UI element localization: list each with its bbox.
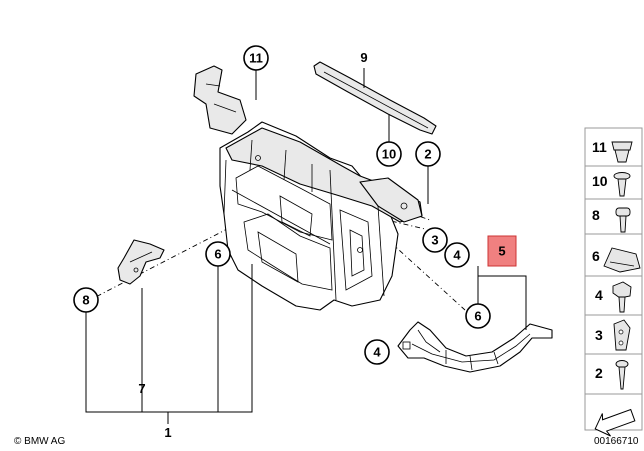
top-strip-part-9 [313, 61, 437, 135]
callout-1: 1 [164, 425, 171, 440]
sheet-metal-screw-icon [615, 360, 629, 390]
svg-text:6: 6 [474, 309, 481, 324]
hex-bolt-icon [612, 281, 632, 313]
svg-text:8: 8 [592, 207, 600, 223]
callout-6-left: 6 [205, 241, 231, 267]
bracket-clip-icon [613, 319, 631, 351]
svg-text:10: 10 [592, 173, 608, 189]
svg-text:2: 2 [424, 147, 431, 162]
svg-text:4: 4 [595, 287, 603, 303]
svg-text:2: 2 [595, 365, 603, 381]
svg-text:5: 5 [498, 244, 505, 259]
callout-10: 10 [376, 141, 402, 167]
front-panel-carrier [193, 65, 423, 311]
callout-4-lower: 4 [364, 339, 390, 365]
svg-text:10: 10 [382, 147, 396, 162]
leader-lines [85, 68, 527, 424]
svg-text:11: 11 [249, 51, 263, 66]
drawing-number: 00166710 [594, 436, 639, 447]
copyright-text: © BMW AG [14, 436, 65, 447]
callout-2: 2 [415, 141, 441, 167]
callout-6-right: 6 [465, 303, 491, 329]
direction-arrow-icon [594, 408, 636, 437]
svg-text:4: 4 [373, 345, 381, 360]
callout-9: 9 [360, 50, 367, 65]
callout-8: 8 [73, 287, 99, 313]
callout-7: 7 [138, 381, 145, 396]
small-bracket [117, 239, 165, 285]
callout-11: 11 [243, 45, 269, 71]
expanding-nut-icon [611, 141, 633, 163]
svg-text:8: 8 [82, 293, 89, 308]
callout-4-upper: 4 [444, 242, 470, 268]
callout-3: 3 [422, 227, 448, 253]
plastic-rivet-icon [613, 172, 631, 197]
spring-nut-icon [603, 247, 641, 273]
callout-5-highlight: 5 [487, 235, 517, 267]
lower-bracket-part-5 [397, 321, 553, 373]
svg-text:3: 3 [595, 327, 603, 343]
svg-text:4: 4 [453, 248, 461, 263]
svg-text:6: 6 [592, 248, 600, 264]
hardware-legend: 11 10 8 6 4 3 [584, 127, 643, 437]
screw-icon [615, 207, 631, 233]
svg-text:3: 3 [431, 233, 438, 248]
svg-text:6: 6 [214, 247, 221, 262]
svg-text:11: 11 [592, 139, 607, 155]
